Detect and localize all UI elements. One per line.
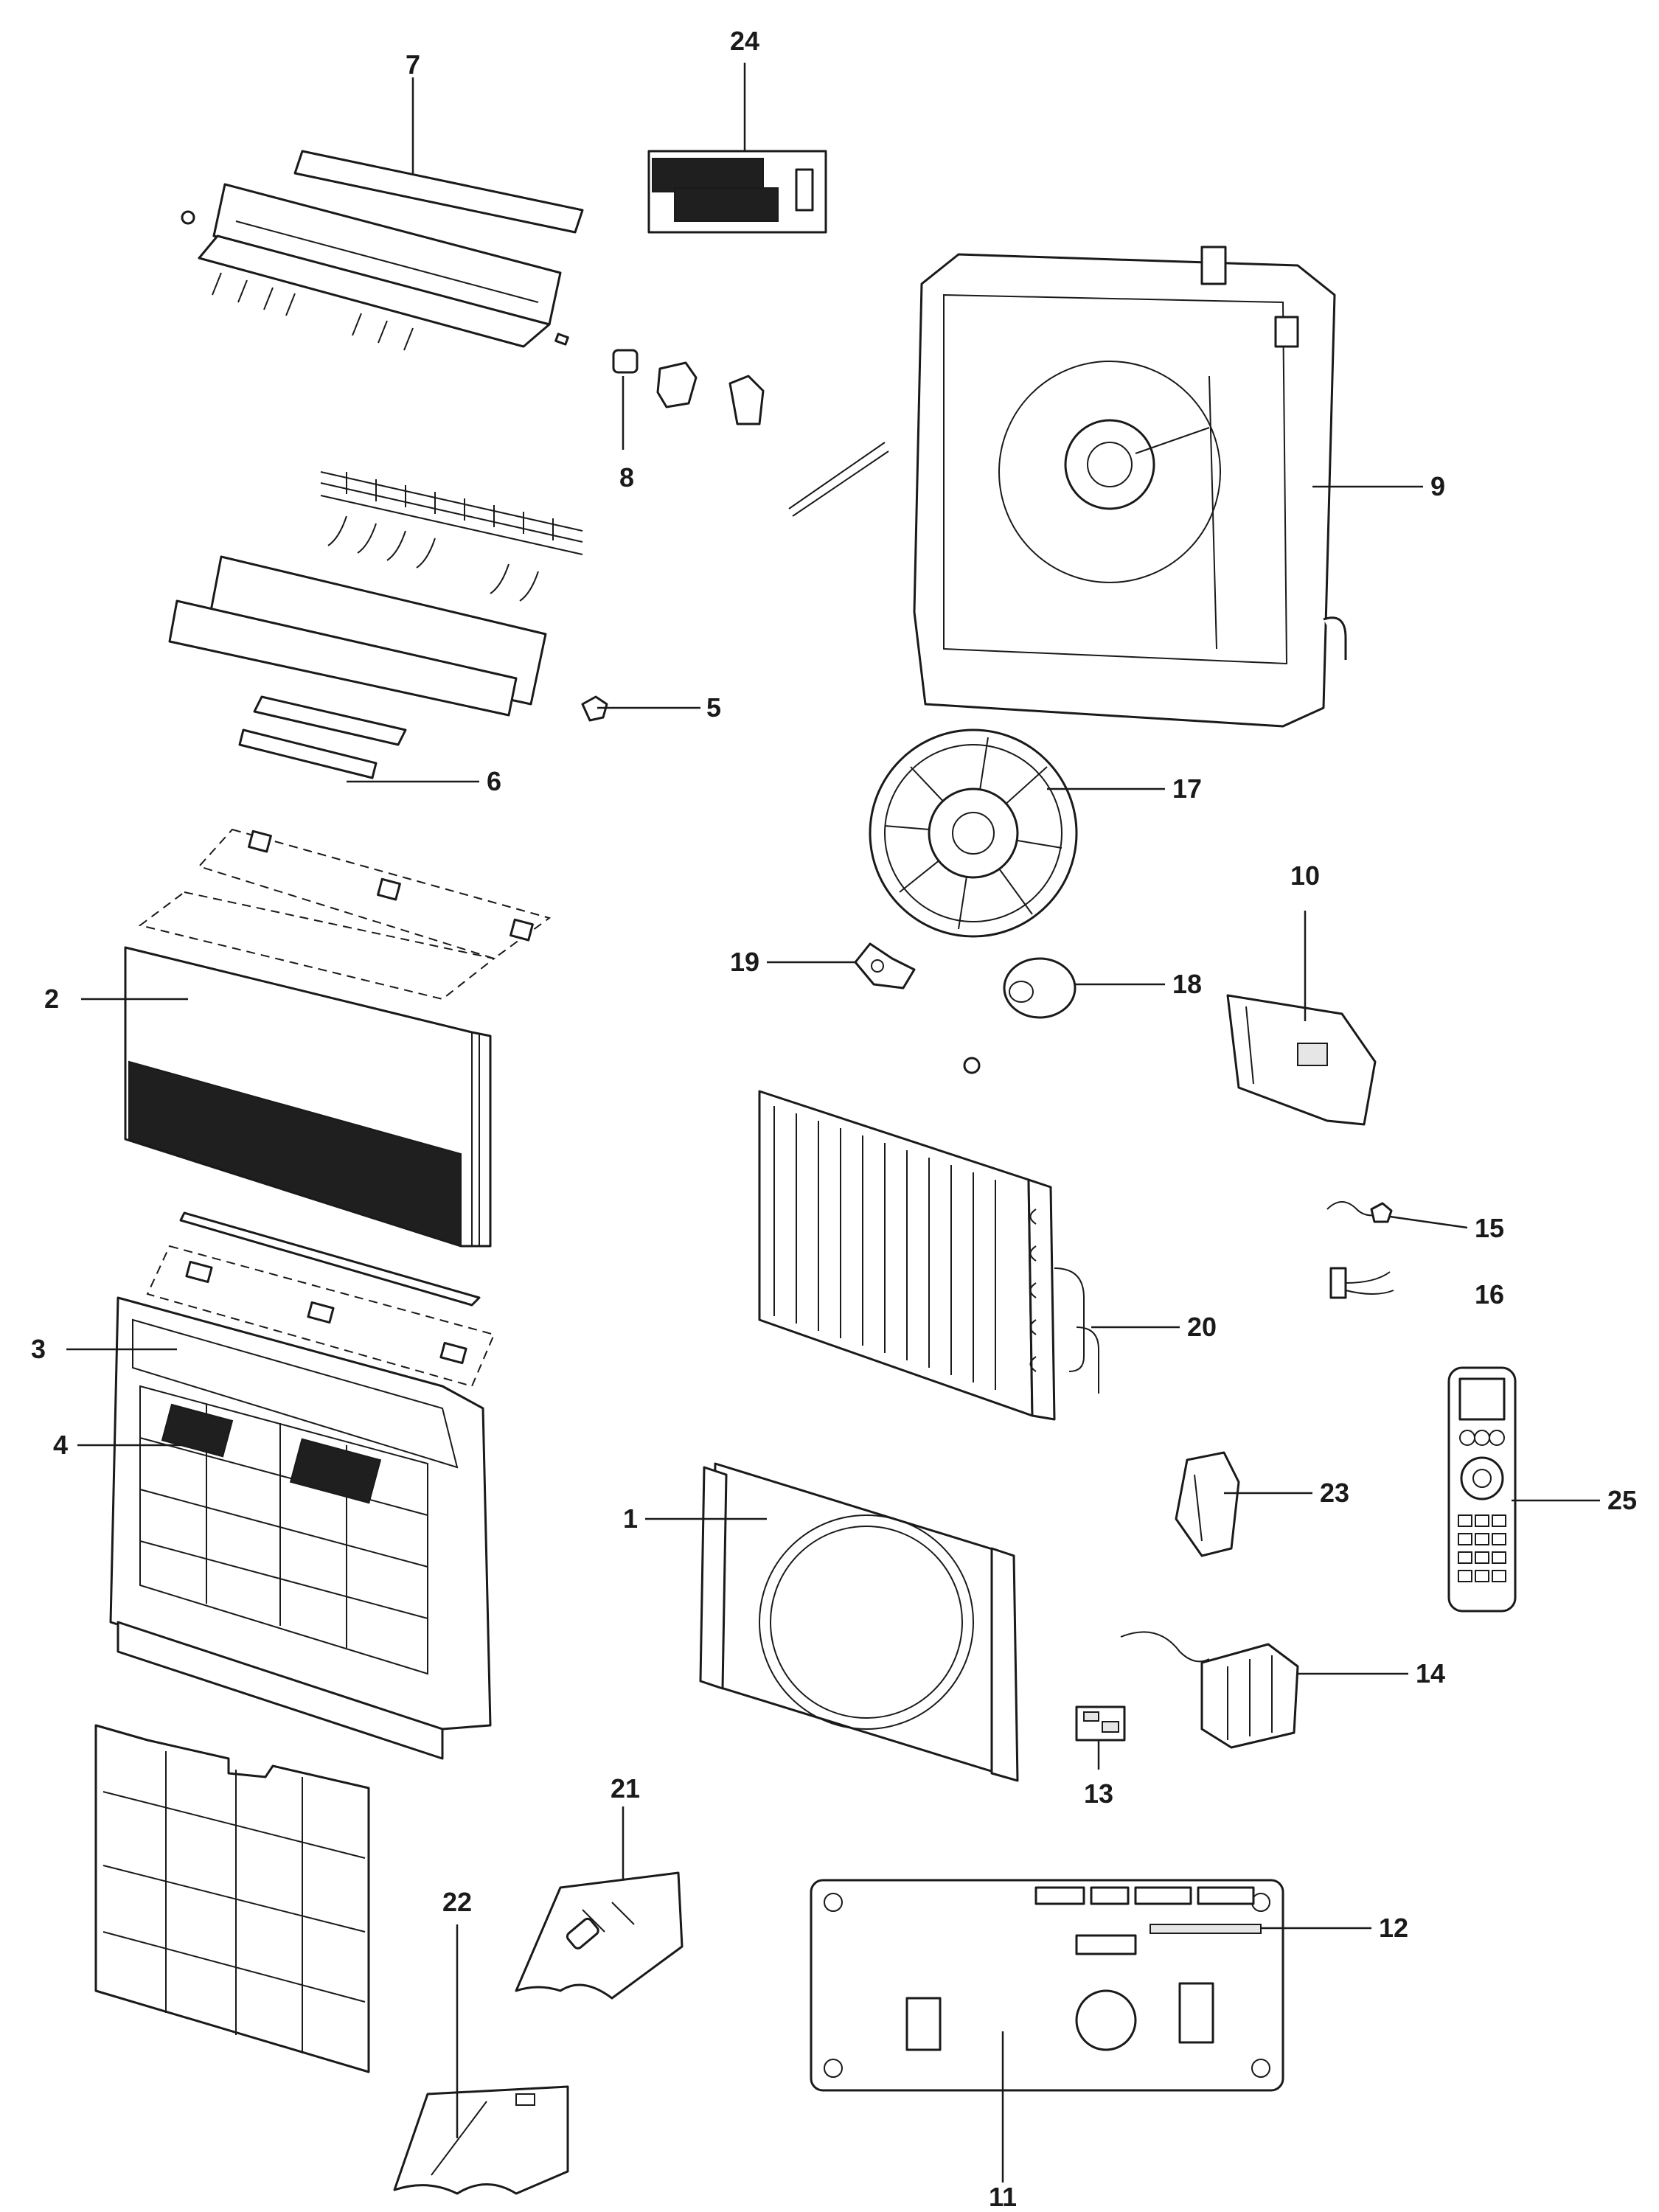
part-1-fan-housing [699, 1462, 1019, 1782]
part-17-fan-wheel [869, 728, 1078, 938]
part-22-installation-pack [393, 2085, 569, 2195]
callout-19: 19 [730, 947, 759, 977]
leader-lines [66, 63, 1600, 2183]
part-8-louver-motors [612, 349, 765, 425]
callout-2: 2 [44, 984, 59, 1014]
part-3-4-front-frame [109, 1211, 495, 1760]
callout-12: 12 [1379, 1913, 1408, 1943]
callout-9: 9 [1430, 471, 1445, 501]
part-16-pipe-sensor [1329, 1267, 1394, 1299]
callout-7: 7 [406, 49, 420, 80]
part-7-top-louver-assembly [181, 150, 584, 351]
callout-14: 14 [1416, 1658, 1445, 1688]
callout-10: 10 [1290, 860, 1320, 891]
part-20-heat-exchanger [758, 1090, 1099, 1421]
callout-22: 22 [442, 1887, 472, 1917]
part-14-terminal-block [1120, 1631, 1299, 1749]
part-11-main-pcb [810, 1879, 1284, 2092]
callout-15: 15 [1475, 1213, 1504, 1243]
part-2-front-panel [124, 828, 552, 1248]
callout-21: 21 [611, 1773, 640, 1804]
callout-25: 25 [1607, 1485, 1637, 1515]
callout-20: 20 [1187, 1312, 1217, 1342]
callout-labels: 7 24 8 9 5 6 17 10 19 18 2 15 16 20 3 4 … [31, 26, 1637, 2212]
callout-1: 1 [623, 1503, 638, 1534]
callout-4: 4 [53, 1430, 68, 1460]
callout-11: 11 [989, 2182, 1017, 2212]
part-24-filter-pack [647, 150, 827, 234]
part-19-bearing-plate [854, 942, 916, 990]
callout-3: 3 [31, 1334, 46, 1364]
callout-5: 5 [706, 692, 721, 723]
callout-8: 8 [619, 462, 634, 493]
callout-18: 18 [1172, 969, 1202, 999]
part-10-electrical-box [1226, 994, 1377, 1126]
part-13-display-pcb [1075, 1705, 1126, 1742]
callout-23: 23 [1320, 1478, 1349, 1508]
callout-17: 17 [1172, 773, 1202, 804]
part-5-6-louver-frame [168, 471, 608, 779]
air-filter [94, 1724, 370, 2073]
part-18-fan-motor [963, 957, 1077, 1074]
part-15-room-sensor [1326, 1201, 1393, 1223]
callout-16: 16 [1475, 1279, 1504, 1310]
part-25-remote-control [1447, 1366, 1517, 1613]
callout-13: 13 [1084, 1778, 1113, 1809]
part-9-rear-casing [788, 246, 1347, 728]
callout-24: 24 [730, 26, 759, 56]
part-23-bracket [1175, 1451, 1240, 1557]
part-21-manual-pack [515, 1871, 684, 2000]
callout-6: 6 [487, 766, 501, 796]
